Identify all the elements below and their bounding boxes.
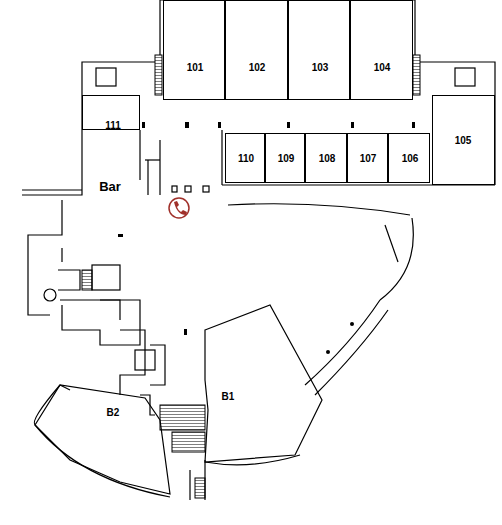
room: B1: [200, 300, 326, 465]
room: 108: [305, 133, 347, 183]
room-label: 107: [360, 154, 377, 164]
room-label: B2: [107, 408, 120, 418]
room: Bar: [90, 175, 135, 197]
room-label: B1: [222, 392, 235, 402]
room: 104: [350, 0, 413, 100]
phone-icon: [169, 198, 189, 218]
room-label: 105: [455, 136, 472, 146]
room: 106: [388, 133, 430, 183]
room: 105: [432, 95, 495, 185]
room: 107: [347, 133, 388, 183]
room-label: 104: [374, 63, 391, 73]
room-label: 102: [249, 63, 266, 73]
room: 109: [265, 133, 305, 183]
room-label: 110: [238, 154, 254, 164]
room-label: 111: [105, 121, 121, 131]
room: 101: [163, 0, 225, 100]
room: 103: [288, 0, 350, 100]
room-label: 108: [319, 154, 336, 164]
room-label: 106: [402, 154, 419, 164]
room: 110: [225, 133, 265, 183]
room-label: 109: [278, 154, 295, 164]
room-label: Bar: [99, 180, 121, 193]
room: 102: [225, 0, 288, 100]
room-label: 101: [187, 63, 204, 73]
room: 111: [82, 95, 140, 130]
room: B2: [30, 380, 175, 498]
room-label: 103: [312, 63, 329, 73]
room-outline: [30, 380, 175, 498]
room-outline: [200, 300, 326, 465]
